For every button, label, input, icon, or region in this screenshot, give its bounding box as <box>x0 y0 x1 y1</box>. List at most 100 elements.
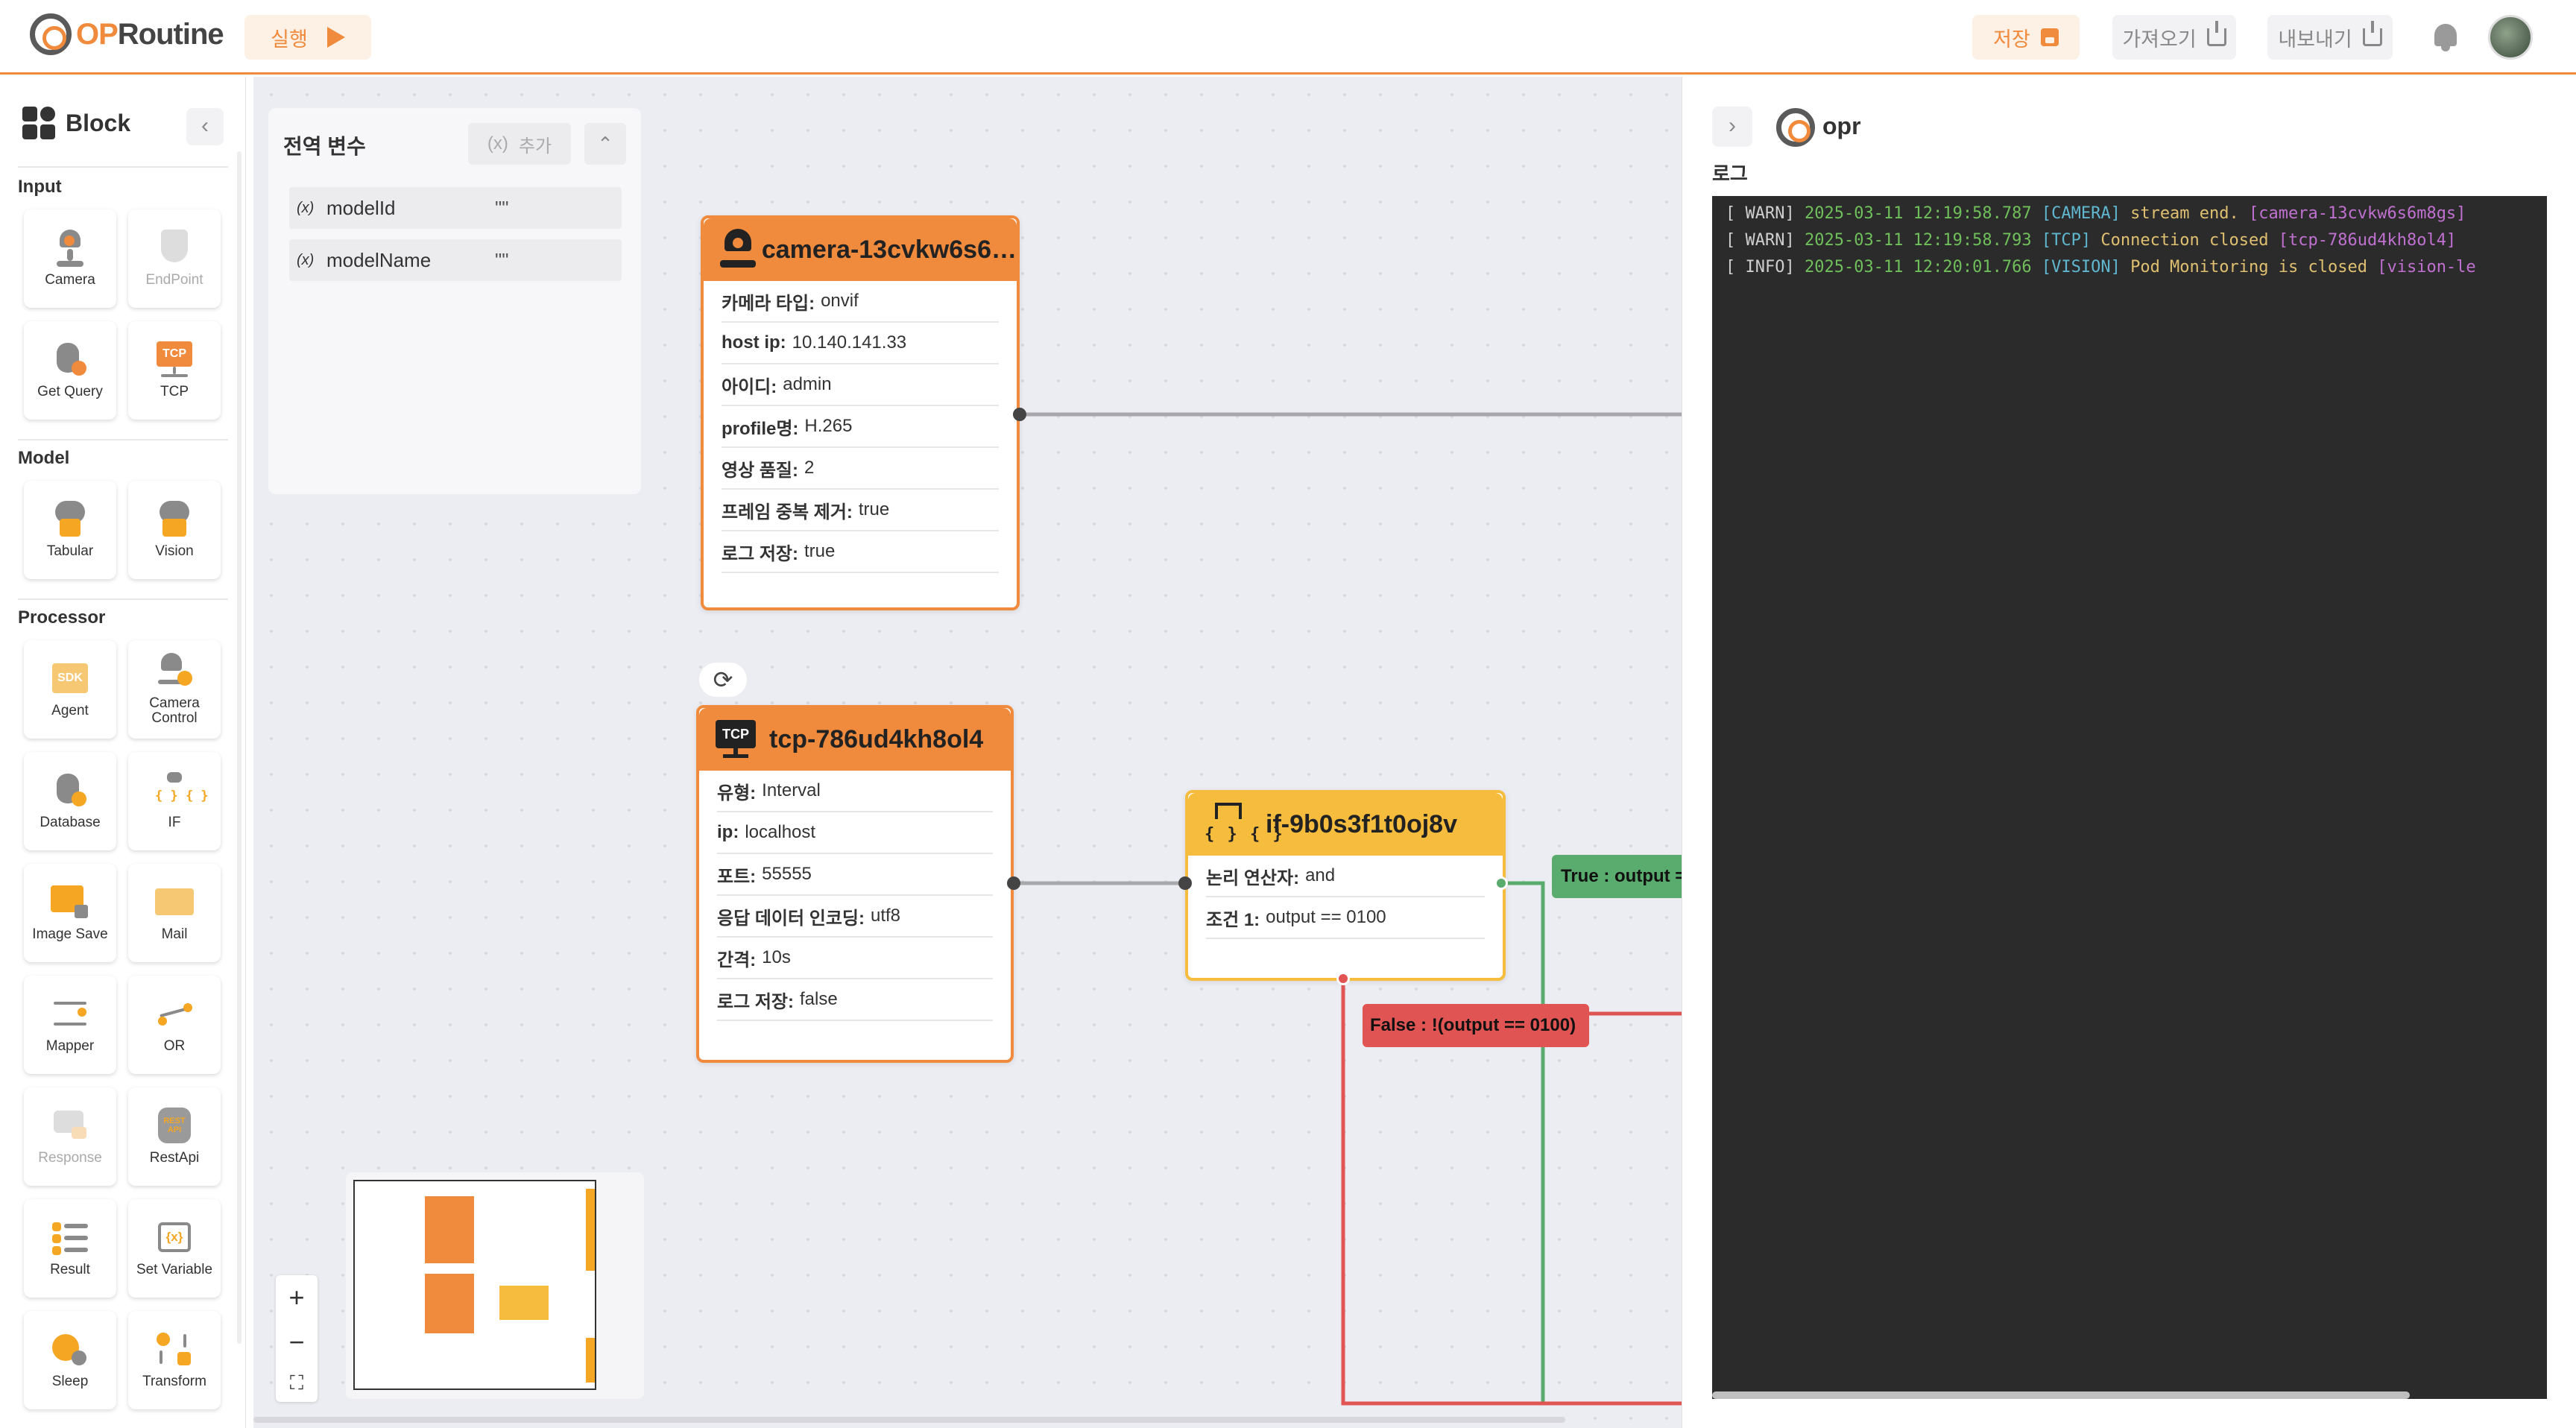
canvas-horizontal-scrollbar[interactable] <box>253 1417 1565 1423</box>
database-search-icon <box>49 341 91 380</box>
block-mail[interactable]: Mail <box>128 864 221 962</box>
run-button[interactable]: 실행 <box>244 15 371 60</box>
camera-icon <box>720 229 756 271</box>
sdk-icon: SDK <box>49 660 91 699</box>
block-camera[interactable]: Camera <box>24 209 116 308</box>
camera-output-port[interactable] <box>1013 408 1026 421</box>
block-restapi[interactable]: REST API RestApi <box>128 1087 221 1186</box>
block-result[interactable]: Result <box>24 1199 116 1298</box>
variable-row[interactable]: (x) modelName "" <box>289 239 622 281</box>
user-avatar[interactable] <box>2488 15 2533 60</box>
brain-image-icon <box>154 501 195 540</box>
bell-icon[interactable] <box>2431 21 2460 52</box>
node-property: 유형:Interval <box>717 771 993 812</box>
zoom-out-button[interactable]: − <box>288 1327 305 1357</box>
tcp-node-header: TCP tcp-786ud4kh8ol4 <box>699 708 1011 771</box>
variable-icon: (x) <box>297 199 315 216</box>
collapse-up-button[interactable]: ⌃ <box>584 123 626 165</box>
mapper-icon <box>49 996 91 1034</box>
flow-canvas[interactable]: 전역 변수 (x) 추가 ⌃ (x) modelId "" (x) modelN… <box>253 77 1682 1428</box>
expand-panel-button[interactable]: › <box>1712 107 1752 147</box>
block-label: EndPoint <box>145 272 203 288</box>
import-button[interactable]: 가져오기 <box>2112 15 2236 60</box>
floppy-icon <box>2040 28 2059 46</box>
if-branch-icon: { } { } <box>1205 803 1283 846</box>
block-tcp[interactable]: TCP TCP <box>128 321 221 420</box>
log-line: [ WARN] 2025-03-11 12:19:58.787 [CAMERA]… <box>1726 204 2466 223</box>
node-property: 아이디:admin <box>722 364 999 406</box>
node-property: 프레임 중복 제거:true <box>722 490 999 531</box>
response-icon <box>49 1108 91 1146</box>
zoom-in-button[interactable]: + <box>288 1282 305 1312</box>
block-database[interactable]: Database <box>24 752 116 850</box>
block-label: Response <box>38 1150 102 1166</box>
log-horizontal-scrollbar[interactable] <box>1712 1391 2410 1399</box>
variable-row[interactable]: (x) modelId "" <box>289 187 622 229</box>
app-logo[interactable]: OP Routine <box>30 13 224 55</box>
divider <box>18 439 228 440</box>
block-mapper[interactable]: Mapper <box>24 976 116 1074</box>
shield-arrow-icon <box>154 230 195 268</box>
if-node[interactable]: { } { } if-9b0s3f1t0oj8v 논리 연산자:and 조건 1… <box>1185 790 1506 981</box>
run-label: 실행 <box>271 28 308 51</box>
block-get-query[interactable]: Get Query <box>24 321 116 420</box>
section-model: Model <box>18 448 70 468</box>
block-set-variable[interactable]: {x} Set Variable <box>128 1199 221 1298</box>
save-button[interactable]: 저장 <box>1972 15 2080 60</box>
block-transform[interactable]: Transform <box>128 1311 221 1409</box>
block-label: TCP <box>160 384 189 399</box>
divider <box>18 598 228 600</box>
play-icon <box>326 27 345 48</box>
block-image-save[interactable]: Image Save <box>24 864 116 962</box>
refresh-icon[interactable]: ⟳ <box>699 663 747 697</box>
block-sleep[interactable]: Sleep <box>24 1311 116 1409</box>
block-panel-scrollbar[interactable] <box>237 151 242 1344</box>
camera-icon <box>49 230 91 268</box>
block-label: Mapper <box>45 1038 95 1054</box>
divider <box>18 166 228 168</box>
if-false-port[interactable] <box>1336 972 1350 985</box>
export-button[interactable]: 내보내기 <box>2267 15 2393 60</box>
import-label: 가져오기 <box>2122 28 2197 51</box>
block-vision[interactable]: Vision <box>128 481 221 579</box>
node-property: 간격:10s <box>717 938 993 979</box>
block-panel-header: Block <box>22 107 130 139</box>
global-variables-panel: 전역 변수 (x) 추가 ⌃ (x) modelId "" (x) modelN… <box>268 108 641 494</box>
minimap[interactable] <box>346 1172 644 1399</box>
if-input-port[interactable] <box>1178 876 1192 890</box>
tcp-output-port[interactable] <box>1007 876 1020 890</box>
sleep-icon <box>49 1331 91 1370</box>
block-if[interactable]: { } { } IF <box>128 752 221 850</box>
node-property: profile명:H.265 <box>722 406 999 448</box>
node-property: 응답 데이터 인코딩:utf8 <box>717 896 993 938</box>
logo-text-routine: Routine <box>117 17 224 51</box>
fit-view-button[interactable]: ⛶ <box>289 1371 304 1394</box>
block-label: Database <box>40 815 101 830</box>
block-or[interactable]: OR <box>128 976 221 1074</box>
if-true-port[interactable] <box>1494 876 1508 890</box>
block-label: Set Variable <box>136 1262 213 1277</box>
log-output[interactable]: [ WARN] 2025-03-11 12:19:58.787 [CAMERA]… <box>1712 196 2547 1399</box>
block-label: Result <box>50 1262 90 1277</box>
camera-node[interactable]: camera-13cvkw6s6… 카메라 타입:onvif host ip:1… <box>701 215 1020 610</box>
node-property: 로그 저장:true <box>722 531 999 573</box>
collapse-panel-button[interactable]: ‹ <box>186 108 224 145</box>
section-input: Input <box>18 177 62 197</box>
variable-name: modelName <box>326 248 432 271</box>
node-property: 카메라 타입:onvif <box>722 281 999 323</box>
block-tabular[interactable]: Tabular <box>24 481 116 579</box>
edge-true-branch <box>1501 881 1682 1406</box>
block-agent[interactable]: SDK Agent <box>24 640 116 739</box>
transform-icon <box>154 1331 195 1370</box>
variable-value: "" <box>495 196 509 219</box>
zoom-controls: + − ⛶ <box>276 1275 318 1402</box>
if-node-title: if-9b0s3f1t0oj8v <box>1266 809 1457 838</box>
tcp-node[interactable]: TCP tcp-786ud4kh8ol4 유형:Interval ip:loca… <box>696 705 1014 1063</box>
top-header: OP Routine 실행 저장 가져오기 내보내기 <box>0 0 2576 75</box>
export-label: 내보내기 <box>2278 28 2352 51</box>
add-variable-button[interactable]: (x) 추가 <box>468 123 571 165</box>
minimap-node <box>425 1196 474 1263</box>
